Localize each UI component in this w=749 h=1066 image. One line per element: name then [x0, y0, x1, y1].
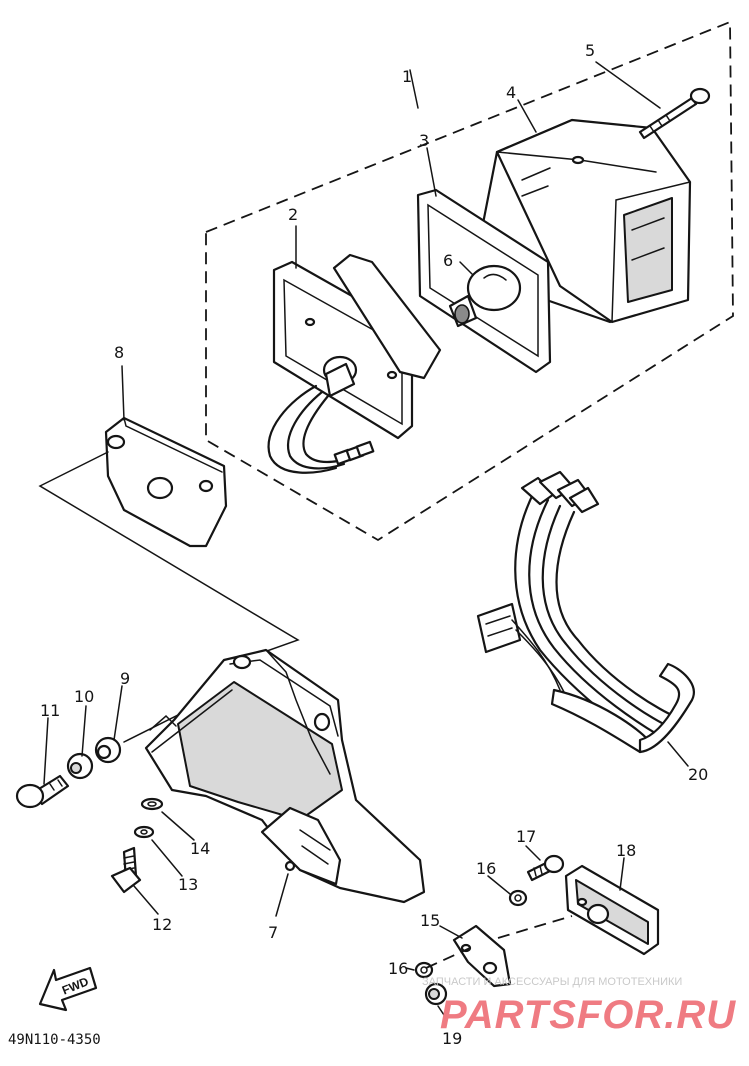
part-label-6: 6 [443, 251, 453, 270]
screw-part-17[interactable] [526, 854, 565, 882]
part-label-18: 18 [616, 841, 636, 860]
part-label-4: 4 [506, 83, 516, 102]
part-label-2: 2 [288, 205, 298, 224]
license-lens-part-18[interactable] [564, 864, 660, 956]
mounting-plate-part-8[interactable] [104, 416, 228, 548]
forward-direction-arrow: FWD [38, 966, 98, 1012]
washer-part-14[interactable] [140, 797, 164, 811]
license-light-assembly-line [425, 915, 573, 969]
part-label-11: 11 [40, 701, 60, 720]
bolt-part-11[interactable] [15, 774, 70, 809]
washer-part-10[interactable] [66, 752, 94, 780]
screw-part-12[interactable] [110, 846, 142, 894]
part-label-5: 5 [585, 41, 595, 60]
part-label-14: 14 [190, 839, 210, 858]
wire-harness-part-20[interactable] [476, 470, 695, 754]
watermark-tagline: ЗАПЧАСТИ И АКСЕССУАРЫ ДЛЯ МОТОТЕХНИКИ [422, 976, 682, 988]
part-label-1: 1 [402, 67, 412, 86]
collar-part-9[interactable] [94, 736, 122, 764]
washer-part-13[interactable] [133, 825, 155, 839]
part-label-17: 17 [516, 827, 536, 846]
assembly-boundary [205, 20, 734, 542]
part-label-9: 9 [120, 669, 130, 688]
part-label-16-upper: 16 [476, 859, 496, 878]
part-label-13: 13 [178, 875, 198, 894]
part-label-7: 7 [268, 923, 278, 942]
part-label-19: 19 [442, 1029, 462, 1048]
part-label-20: 20 [688, 765, 708, 784]
part-label-12: 12 [152, 915, 172, 934]
socket-base-part-2[interactable] [272, 253, 442, 440]
drawing-code: 49N110-4350 [8, 1032, 101, 1048]
part-label-3: 3 [419, 131, 429, 150]
watermark-brand: PARTSFOR.RU [440, 993, 736, 1037]
screw-part-5[interactable] [638, 87, 711, 140]
part-label-16-lower: 16 [388, 959, 408, 978]
socket-wires [267, 384, 375, 474]
label-leader-lines [43, 61, 689, 1019]
bracket-part-15[interactable] [452, 924, 512, 988]
grommet-part-16-upper[interactable] [508, 889, 528, 907]
bulb-part-19[interactable] [424, 982, 448, 1006]
bracket-part-7[interactable] [144, 648, 426, 904]
grommet-part-16-lower[interactable] [414, 961, 434, 979]
part-label-10: 10 [74, 687, 94, 706]
part-label-8: 8 [114, 343, 124, 362]
part-label-15: 15 [420, 911, 440, 930]
bulb-part-6[interactable] [448, 264, 522, 328]
